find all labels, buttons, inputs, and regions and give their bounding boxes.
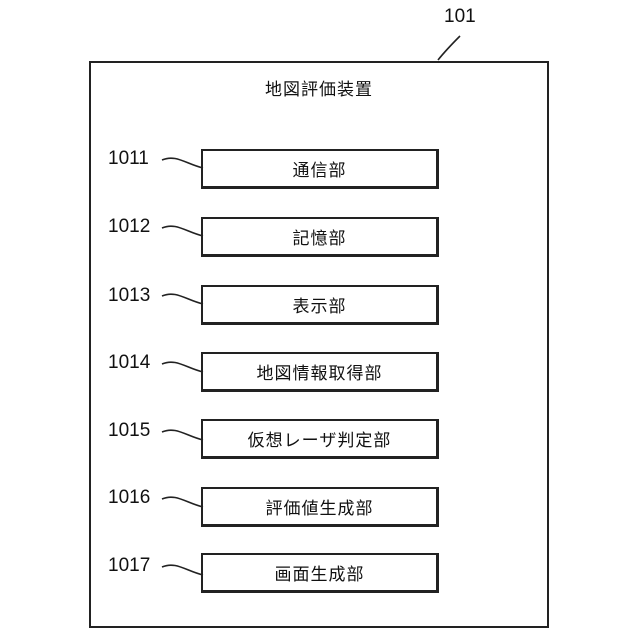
unit-label: 通信部 bbox=[293, 156, 347, 181]
unit-reference-number: 1011 bbox=[108, 148, 149, 170]
unit-label: 評価値生成部 bbox=[266, 494, 374, 519]
unit-box-communication: 通信部 bbox=[201, 149, 439, 189]
unit-box-screen-generation: 画面生成部 bbox=[201, 553, 439, 593]
unit-reference-number: 1013 bbox=[108, 285, 150, 307]
unit-label: 記憶部 bbox=[293, 224, 347, 249]
unit-reference-number: 1016 bbox=[108, 487, 150, 509]
device-title: 地図評価装置 bbox=[91, 75, 547, 100]
device-reference-number: 101 bbox=[444, 6, 476, 28]
unit-label: 画面生成部 bbox=[275, 560, 365, 585]
unit-reference-number: 1017 bbox=[108, 555, 150, 577]
unit-reference-number: 1012 bbox=[108, 216, 150, 238]
unit-box-storage: 記憶部 bbox=[201, 217, 439, 257]
leader-line-device bbox=[438, 36, 460, 60]
unit-reference-number: 1015 bbox=[108, 420, 150, 442]
unit-box-evaluation-value-generation: 評価値生成部 bbox=[201, 487, 439, 527]
unit-box-map-info-acquisition: 地図情報取得部 bbox=[201, 352, 439, 392]
unit-reference-number: 1014 bbox=[108, 352, 150, 374]
unit-label: 表示部 bbox=[293, 292, 347, 317]
map-evaluation-device-box: 地図評価装置 bbox=[89, 61, 549, 628]
unit-box-virtual-laser-judgment: 仮想レーザ判定部 bbox=[201, 419, 439, 459]
unit-label: 仮想レーザ判定部 bbox=[248, 426, 392, 451]
unit-label: 地図情報取得部 bbox=[257, 359, 383, 384]
unit-box-display: 表示部 bbox=[201, 285, 439, 325]
